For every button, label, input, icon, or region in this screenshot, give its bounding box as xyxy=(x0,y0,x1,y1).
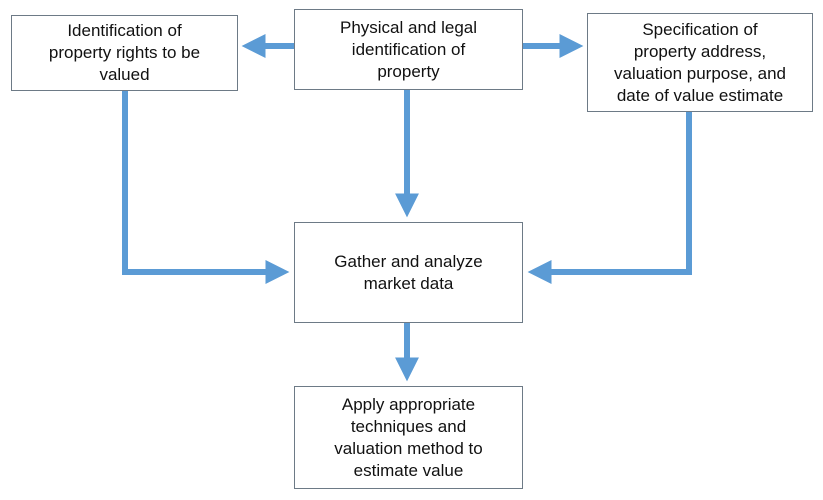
node-physical-legal-identification: Physical and legal identification of pro… xyxy=(294,9,523,90)
node-apply-valuation-method: Apply appropriate techniques and valuati… xyxy=(294,386,523,489)
node-property-rights-label: Identification of property rights to be … xyxy=(48,21,201,84)
node-specification: Specification of property address, valua… xyxy=(587,13,813,112)
node-physical-legal-identification-label: Physical and legal identification of pro… xyxy=(339,17,478,81)
node-gather-market-data-label: Gather and analyze market data xyxy=(334,251,483,293)
node-property-rights: Identification of property rights to be … xyxy=(11,15,238,91)
arrow-rights-to-gather xyxy=(122,91,290,284)
node-specification-label: Specification of property address, valua… xyxy=(613,19,787,105)
node-apply-valuation-method-label: Apply appropriate techniques and valuati… xyxy=(334,394,483,480)
arrow-spec-to-gather xyxy=(527,112,692,284)
node-gather-market-data: Gather and analyze market data xyxy=(294,222,523,323)
